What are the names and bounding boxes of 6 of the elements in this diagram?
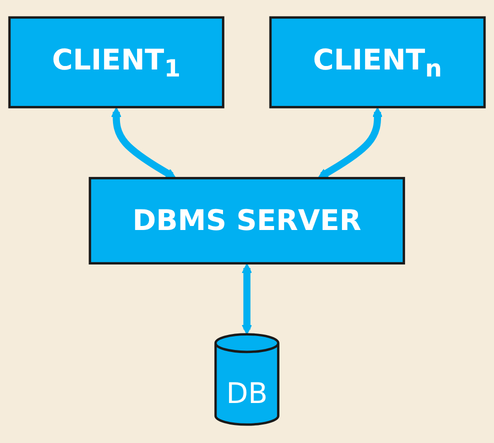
arrow (318, 108, 383, 180)
arrow (111, 108, 176, 180)
node-box: DBMS SERVER (88, 177, 406, 265)
arrow (242, 264, 252, 336)
node-box: CLIENT$_{n}$ (269, 16, 486, 109)
node-box: CLIENT$_{1}$ (8, 16, 224, 109)
